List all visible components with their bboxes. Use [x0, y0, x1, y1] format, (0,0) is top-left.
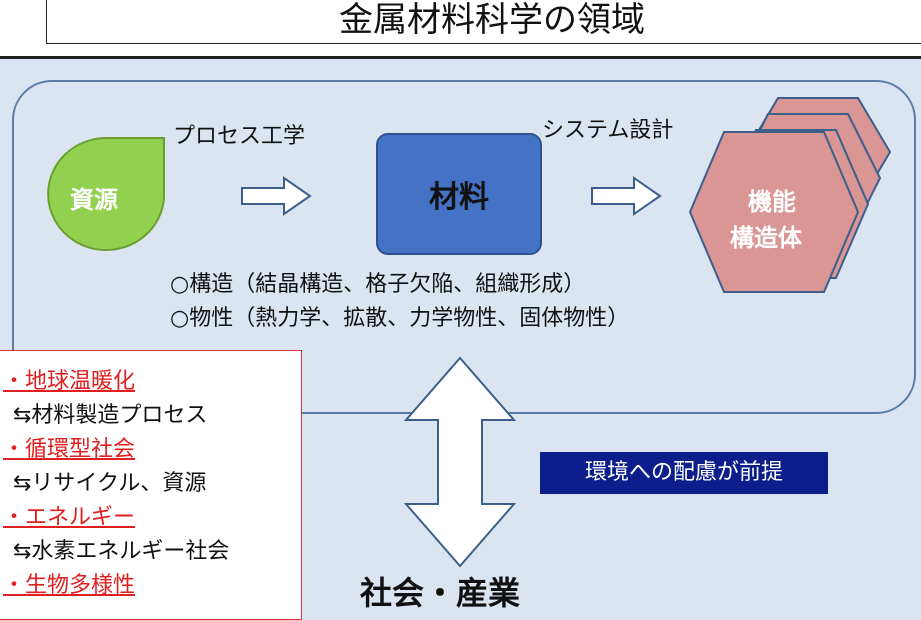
issue-heading: ・エネルギー	[3, 505, 136, 530]
issue-detail: ⇆リサイクル、資源	[13, 471, 207, 496]
title-box: 金属材料科学の領域	[46, 0, 921, 44]
function-label-2: 構造体	[730, 224, 802, 252]
issue-heading: ・地球温暖化	[3, 369, 136, 394]
issue-heading: ・生物多様性	[3, 573, 136, 598]
material-label: 材料	[429, 180, 489, 215]
material-box: 材料	[376, 133, 542, 255]
resource-label: 資源	[70, 186, 118, 214]
double-arrow-icon	[403, 356, 517, 568]
issues-box: ・地球温暖化 ⇆材料製造プロセス ・循環型社会 ⇆リサイクル、資源 ・エネルギー…	[0, 350, 302, 620]
property-structure: ○構造（結晶構造、格子欠陥、組織形成）	[170, 272, 586, 297]
function-hexagon-stack	[688, 97, 892, 293]
property-physics: ○物性（熱力学、拡散、力学物性、固体物性）	[170, 306, 630, 331]
arrow-right-icon	[591, 176, 662, 216]
issues-list: ・地球温暖化 ⇆材料製造プロセス ・循環型社会 ⇆リサイクル、資源 ・エネルギー…	[3, 365, 229, 603]
society-label: 社会・産業	[360, 574, 521, 612]
issue-detail: ⇆水素エネルギー社会	[13, 539, 230, 564]
process-label: プロセス工学	[173, 124, 306, 149]
environment-note: 環境への配慮が前提	[540, 452, 828, 494]
properties-list: ○構造（結晶構造、格子欠陥、組織形成） ○物性（熱力学、拡散、力学物性、固体物性…	[170, 268, 629, 336]
page-title: 金属材料科学の領域	[339, 0, 645, 40]
issue-heading: ・循環型社会	[3, 437, 136, 462]
title-bar: 金属材料科学の領域	[0, 0, 921, 59]
title-rule	[0, 56, 921, 59]
design-label: システム設計	[542, 118, 674, 143]
issue-detail: ⇆材料製造プロセス	[13, 403, 208, 428]
resource-shape	[47, 137, 165, 251]
arrow-right-icon	[241, 176, 312, 216]
function-label-1: 機能	[748, 188, 796, 216]
